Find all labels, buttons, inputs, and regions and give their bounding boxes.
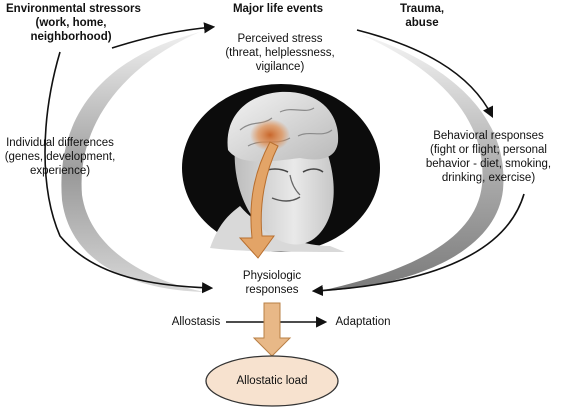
perceived-stress-line-1: Perceived stress bbox=[237, 33, 323, 45]
perceived-stress-line-2: (threat, helplessness, bbox=[225, 47, 335, 59]
individual-differences-line-3: experience) bbox=[29, 165, 91, 177]
physiologic-responses-label: Physiologic responses bbox=[222, 269, 322, 297]
allostatic-load-label: Allostatic load bbox=[236, 375, 308, 387]
right-shadow-band bbox=[315, 34, 504, 292]
arrow-to-physiologic-from-right bbox=[311, 193, 525, 297]
environmental-line-3: neighborhood) bbox=[30, 31, 112, 43]
perceived-stress-label: Perceived stress (threat, helplessness, … bbox=[205, 32, 355, 74]
environmental-line-1: Environmental stressors bbox=[6, 3, 141, 15]
physiologic-line-2: responses bbox=[245, 284, 299, 296]
environmental-line-2: (work, home, bbox=[35, 17, 107, 29]
allostatic-load-ellipse bbox=[205, 355, 339, 407]
trauma-abuse-label: Trauma, abuse bbox=[392, 2, 452, 30]
arrow-to-perceived-stress bbox=[111, 22, 216, 49]
behavioral-responses-line-3: behavior - diet, smoking, bbox=[425, 158, 552, 170]
allostasis-label: Allostasis bbox=[171, 316, 221, 328]
individual-differences-label: Individual differences (genes, developme… bbox=[0, 136, 120, 178]
head-with-brain-illustration bbox=[182, 84, 380, 252]
adaptation-label: Adaptation bbox=[335, 316, 391, 328]
major-life-events-line: Major life events bbox=[232, 3, 324, 15]
environmental-stressors-label: Environmental stressors (work, home, nei… bbox=[6, 2, 141, 44]
major-life-events-label: Major life events bbox=[218, 2, 338, 16]
left-shadow-band bbox=[61, 32, 205, 292]
behavioral-responses-line-2: (fight or flight; personal bbox=[430, 144, 547, 156]
orange-brain-arrow bbox=[238, 141, 279, 259]
orange-down-arrow bbox=[252, 302, 292, 357]
arrow-to-behavioral-responses bbox=[356, 29, 494, 119]
perceived-stress-line-3: vigilance) bbox=[255, 61, 305, 73]
behavioral-responses-label: Behavioral responses (fight or flight; p… bbox=[416, 129, 561, 185]
arrow-to-physiologic-from-left bbox=[44, 51, 214, 294]
physiologic-line-1: Physiologic bbox=[242, 270, 302, 282]
trauma-line-2: abuse bbox=[405, 17, 439, 29]
behavioral-responses-line-4: drinking, exercise) bbox=[441, 172, 536, 184]
behavioral-responses-line-1: Behavioral responses bbox=[433, 130, 544, 142]
trauma-line-1: Trauma, bbox=[399, 3, 445, 15]
individual-differences-line-1: Individual differences bbox=[6, 137, 114, 149]
individual-differences-line-2: (genes, development, bbox=[4, 151, 116, 163]
